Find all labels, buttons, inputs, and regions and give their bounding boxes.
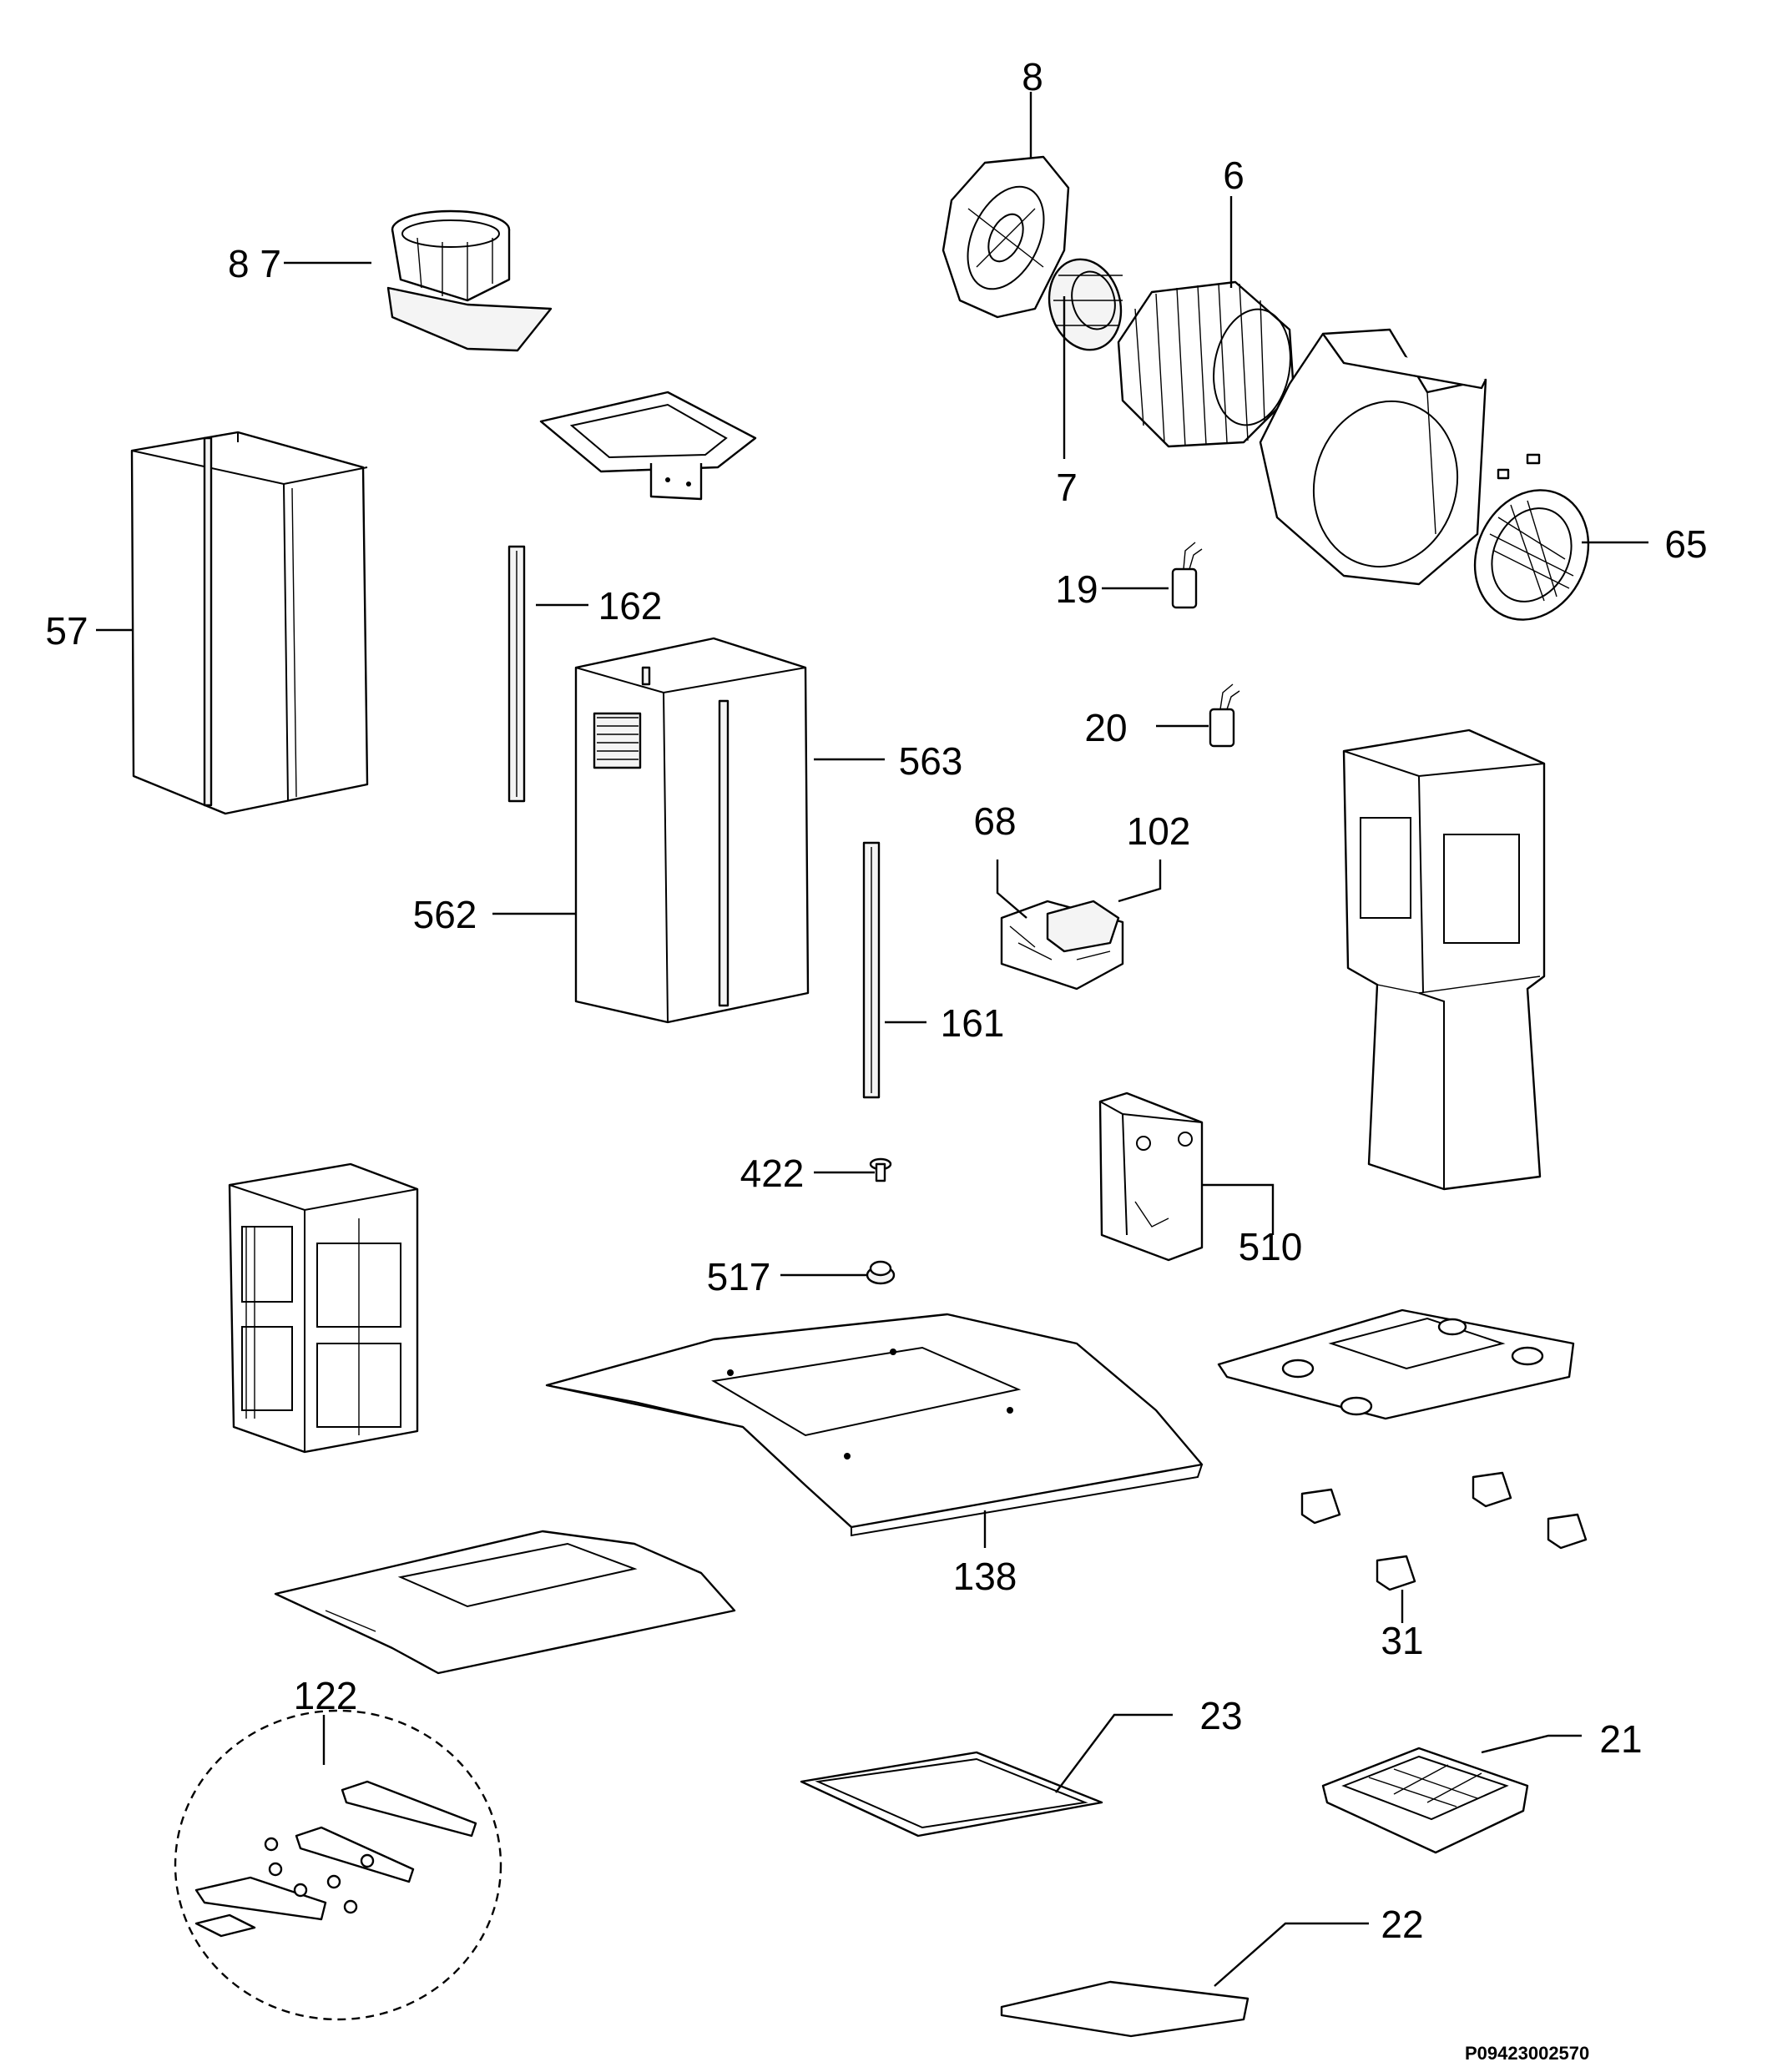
callout-21: 21 <box>1599 1717 1642 1761</box>
small-screws <box>1497 453 1541 480</box>
callout-422: 422 <box>740 1152 805 1195</box>
callout-562: 562 <box>413 893 477 936</box>
callout-20: 20 <box>1084 706 1127 749</box>
chimney-upper-outer <box>130 431 369 815</box>
screw-422 <box>869 1157 892 1182</box>
filter-mat-22 <box>1000 1980 1250 2038</box>
control-kit-122 <box>174 1709 502 2021</box>
support-cage <box>228 1162 419 1454</box>
callout-7: 7 <box>1056 466 1078 509</box>
callout-65: 65 <box>1664 522 1707 566</box>
top-mounting-bracket <box>539 391 757 501</box>
motor <box>1048 258 1123 351</box>
base-frame <box>1217 1308 1575 1420</box>
rail-161 <box>862 841 881 1099</box>
grease-filter-23 <box>800 1751 1103 1838</box>
callout-161: 161 <box>941 1001 1005 1045</box>
chimney-lower-inner <box>574 637 810 1024</box>
callout-563: 563 <box>899 739 963 783</box>
duct-adapter-ring <box>386 209 553 352</box>
blower-housing <box>1259 328 1487 586</box>
rail-162 <box>507 545 526 803</box>
callout-31: 31 <box>1381 1619 1423 1662</box>
pcb-board <box>1000 900 1124 991</box>
nut-517 <box>866 1260 896 1285</box>
document-id: P09423002570 <box>1465 2043 1589 2064</box>
callout-122: 122 <box>294 1674 358 1717</box>
callout-19: 19 <box>1055 567 1098 611</box>
callout-68: 68 <box>973 799 1016 843</box>
capacitor-20 <box>1209 683 1240 748</box>
callout-23: 23 <box>1199 1694 1242 1737</box>
blower-wheel <box>1117 280 1295 448</box>
foot-pads <box>1300 1471 1588 1591</box>
callout-8: 8 <box>1022 55 1043 98</box>
capacitor-19 <box>1171 542 1203 609</box>
front-panel <box>274 1530 736 1675</box>
hood-body-138 <box>545 1313 1204 1537</box>
callout-57: 57 <box>45 609 88 653</box>
callout-22: 22 <box>1381 1903 1423 1946</box>
callout-8-7: 8 7 <box>228 242 281 285</box>
motor-mounting-plate <box>942 155 1070 319</box>
callout-510: 510 <box>1239 1225 1303 1268</box>
side-frame-assembly <box>1342 728 1546 1191</box>
carbon-filter-frame-21 <box>1321 1747 1529 1854</box>
callout-517: 517 <box>707 1255 771 1298</box>
electronic-box <box>1098 1091 1204 1262</box>
blower-grille <box>1473 489 1590 621</box>
callout-138: 138 <box>953 1555 1017 1598</box>
callout-102: 102 <box>1127 809 1191 853</box>
callout-6: 6 <box>1223 154 1244 197</box>
callout-162: 162 <box>598 584 663 628</box>
leader-lines <box>96 92 1648 1987</box>
